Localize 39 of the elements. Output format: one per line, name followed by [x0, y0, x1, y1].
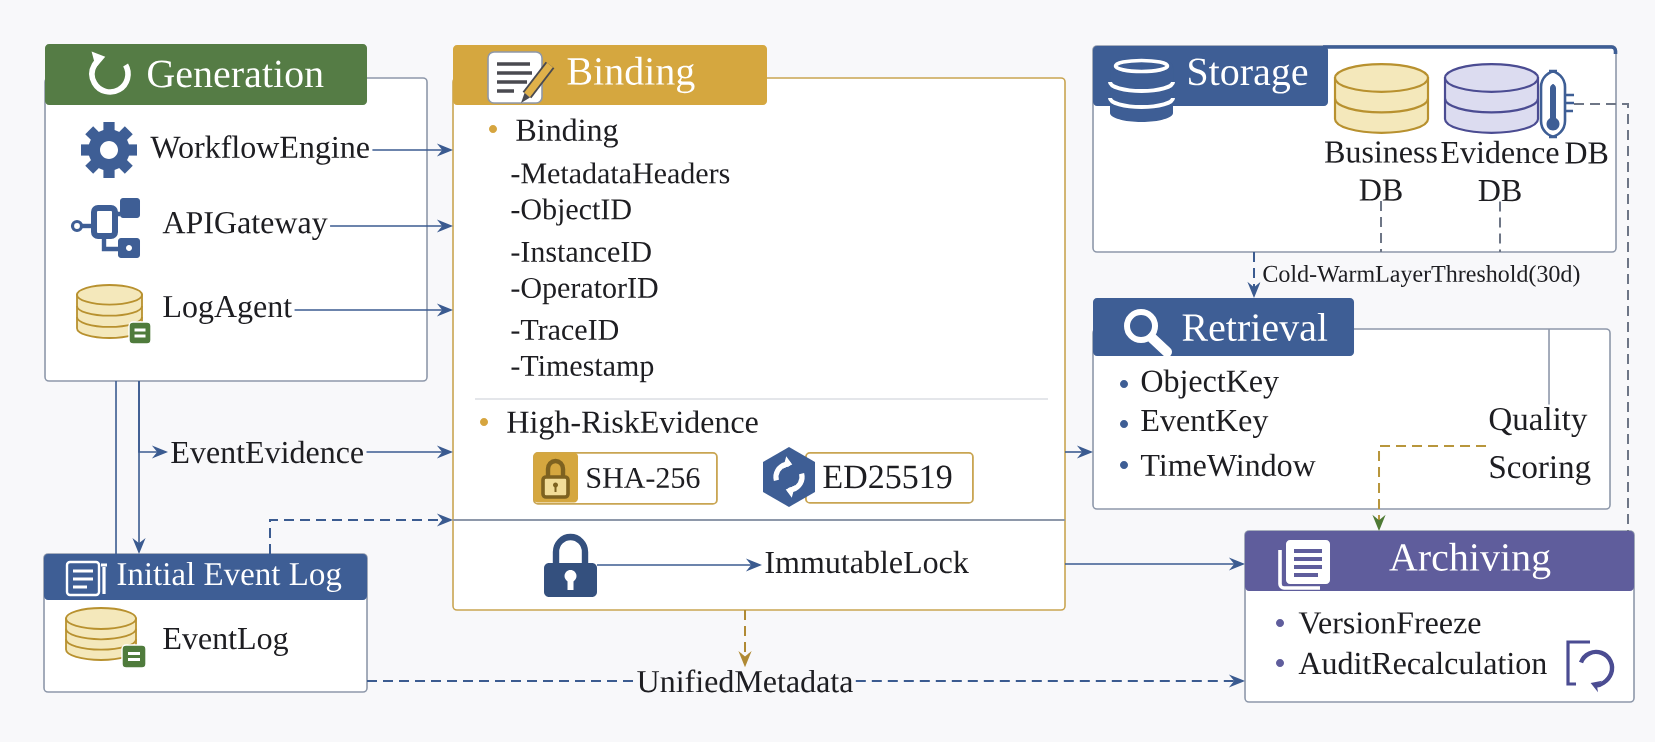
node-label: Business DB — [1325, 141, 1437, 201]
connector-line — [1573, 103, 1629, 532]
list-item: AuditRecalculation — [1298, 651, 1547, 675]
badge: ED25519 — [805, 452, 974, 504]
node-label: Quality Scoring — [1489, 407, 1591, 485]
node-label: APIGateway — [162, 211, 328, 241]
padlock-icon — [544, 533, 597, 597]
connector-line — [115, 380, 117, 555]
node-label: LogAgent — [163, 296, 292, 324]
database-cylinder: Business DB — [1325, 63, 1437, 201]
node-label: WorkflowEngine — [150, 135, 369, 165]
node-label: EventLog — [163, 628, 288, 656]
list-item: -Timestamp — [511, 355, 654, 383]
list-item: TimeWindow — [1140, 453, 1316, 477]
connector-line — [1499, 200, 1501, 253]
list-item: ObjectKey — [1141, 369, 1279, 399]
connector-line — [366, 680, 636, 682]
list-item: Binding — [516, 118, 618, 148]
list-item: High-RiskEvidence — [507, 410, 758, 440]
thermometer-icon — [1539, 69, 1576, 139]
node-label: UnifiedMetadata — [637, 669, 853, 693]
connector-line — [1380, 200, 1382, 253]
list-item: -TraceID — [511, 320, 619, 340]
panel-header: Retrieval — [1093, 298, 1354, 356]
list-item: -ObjectID — [511, 198, 631, 226]
connector-line — [1548, 328, 1550, 406]
edge-label: Cold-WarmLayerThreshold(30d) — [1260, 263, 1583, 289]
panel-header: Generation — [45, 44, 367, 105]
node-label: EventEvidence — [171, 440, 363, 464]
list-item: -OperatorID — [511, 277, 658, 305]
list-item: -InstanceID — [511, 242, 651, 262]
node-label: Evidence DB — [1441, 140, 1559, 202]
list-item: VersionFreeze — [1298, 612, 1481, 634]
list-item: -MetadataHeaders — [511, 162, 730, 184]
text-label: DB — [1565, 142, 1608, 164]
node-label: ImmutableLock — [765, 550, 969, 574]
database-cylinder: Evidence DB — [1441, 63, 1559, 202]
panel-header: Initial Event Log — [44, 554, 367, 600]
list-item: EventKey — [1141, 410, 1269, 438]
